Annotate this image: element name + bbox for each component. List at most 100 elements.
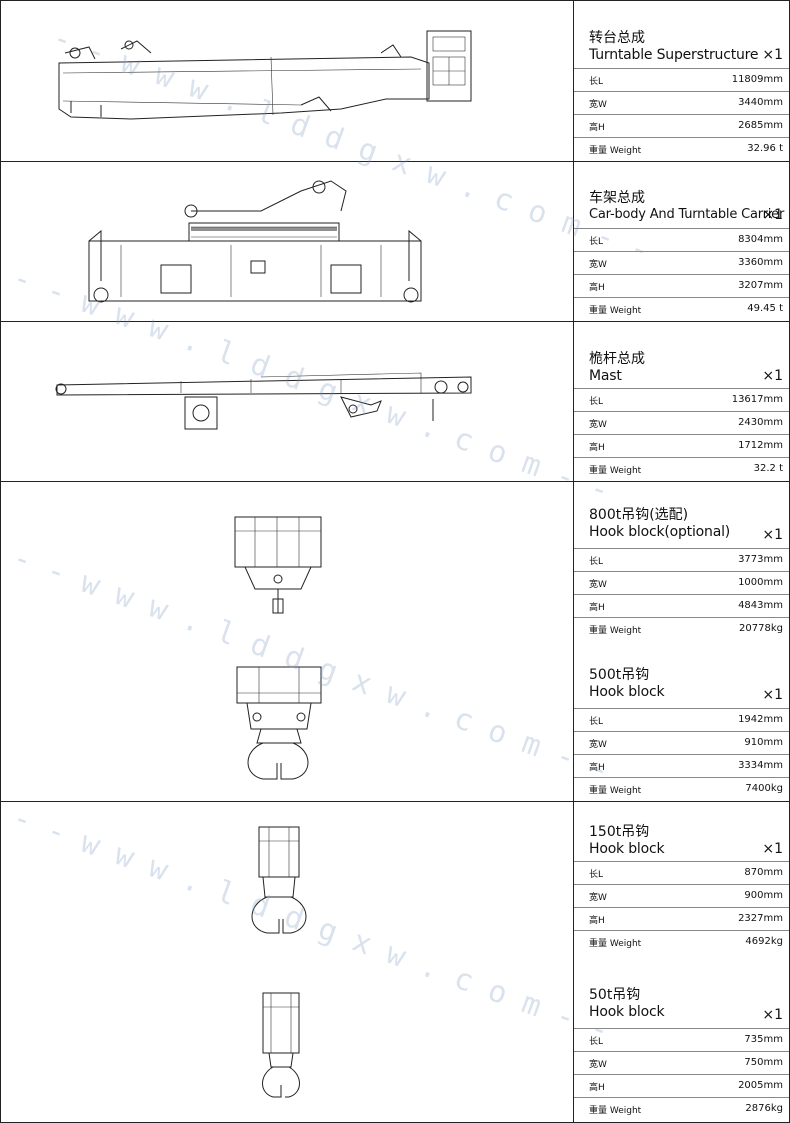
spec-row: 重量 Weight 49.45 t <box>574 297 789 320</box>
spec-label: 重量 Weight <box>589 466 642 476</box>
component-name-zh: 转台总成 <box>589 30 645 46</box>
spec-label: 重量 Weight <box>589 786 642 796</box>
spec-label: 高H <box>589 1083 605 1093</box>
spec-value: 2327mm <box>738 913 783 924</box>
spec-label: 高H <box>589 916 605 926</box>
component-car-body: 车架总成 Car-body And Turntable Carrier ×1 长… <box>1 161 789 322</box>
component-qty: ×1 <box>762 687 783 703</box>
spec-row: 高H 3207mm <box>574 274 789 297</box>
component-name-en: Car-body And Turntable Carrier <box>589 207 785 222</box>
component-name-en: Hook block(optional) <box>589 524 731 540</box>
spec-label: 宽W <box>589 1060 607 1070</box>
spec-value: 49.45 t <box>747 303 783 314</box>
spec-value: 1712mm <box>738 440 783 451</box>
spec-row: 高H 2005mm <box>574 1074 789 1097</box>
spec-value: 8304mm <box>738 234 783 245</box>
spec-value: 32.2 t <box>753 463 783 474</box>
component-name-zh: 150t吊钩 <box>589 824 650 840</box>
spec-label: 重量 Weight <box>589 626 642 636</box>
spec-row: 长L 13617mm <box>574 388 789 411</box>
spec-label: 高H <box>589 283 605 293</box>
spec-value: 2685mm <box>738 120 783 131</box>
turntable-drawing <box>1 1 574 161</box>
spec-row: 重量 Weight 2876kg <box>574 1097 789 1120</box>
component-name-zh: 500t吊钩 <box>589 667 650 683</box>
spec-value: 3360mm <box>738 257 783 268</box>
spec-label: 宽W <box>589 100 607 110</box>
spec-label: 长L <box>589 717 604 727</box>
component-name-en: Mast <box>589 368 622 384</box>
spec-value: 11809mm <box>731 74 783 85</box>
spec-label: 高H <box>589 443 605 453</box>
spec-value: 735mm <box>744 1034 783 1045</box>
spec-value: 2876kg <box>745 1103 783 1114</box>
component-name-en: Hook block <box>589 1004 665 1020</box>
spec-label: 长L <box>589 237 604 247</box>
spec-row: 长L 11809mm <box>574 68 789 91</box>
spec-value: 7400kg <box>745 783 783 794</box>
spec-label: 长L <box>589 77 604 87</box>
spec-label: 重量 Weight <box>589 306 642 316</box>
spec-value: 4692kg <box>745 936 783 947</box>
spec-value: 3773mm <box>738 554 783 565</box>
spec-value: 750mm <box>744 1057 783 1068</box>
spec-label: 重量 Weight <box>589 1106 642 1116</box>
spec-value: 2005mm <box>738 1080 783 1091</box>
component-qty: ×1 <box>762 1007 783 1023</box>
spec-label: 长L <box>589 870 604 880</box>
spec-value: 870mm <box>744 867 783 878</box>
spec-row: 高H 1712mm <box>574 434 789 457</box>
component-name-zh: 桅杆总成 <box>589 351 645 367</box>
component-qty: ×1 <box>762 47 783 63</box>
spec-label: 宽W <box>589 260 607 270</box>
car-body-spec: 车架总成 Car-body And Turntable Carrier ×1 长… <box>574 161 789 321</box>
component-name-zh: 800t吊钩(选配) <box>589 507 689 523</box>
spec-row: 高H 2327mm <box>574 907 789 930</box>
spec-value: 20778kg <box>739 623 783 634</box>
spec-label: 重量 Weight <box>589 939 642 949</box>
spec-label: 宽W <box>589 893 607 903</box>
spec-label: 宽W <box>589 580 607 590</box>
spec-label: 高H <box>589 123 605 133</box>
spec-row: 重量 Weight 20778kg <box>574 617 789 640</box>
spec-row: 重量 Weight 7400kg <box>574 777 789 800</box>
spec-label: 高H <box>589 763 605 773</box>
spec-row: 重量 Weight 4692kg <box>574 930 789 953</box>
spec-value: 3207mm <box>738 280 783 291</box>
component-name-en: Hook block <box>589 684 665 700</box>
spec-row: 长L 8304mm <box>574 228 789 251</box>
spec-label: 重量 Weight <box>589 146 642 156</box>
spec-value: 13617mm <box>731 394 783 405</box>
large-hooks-drawing <box>1 481 574 801</box>
component-qty: ×1 <box>762 207 783 223</box>
component-name-en: Hook block <box>589 841 665 857</box>
spec-label: 高H <box>589 603 605 613</box>
component-name-zh: 50t吊钩 <box>589 987 641 1003</box>
spec-label: 长L <box>589 397 604 407</box>
spec-value: 910mm <box>744 737 783 748</box>
spec-label: 宽W <box>589 420 607 430</box>
spec-row: 宽W 750mm <box>574 1051 789 1074</box>
component-qty: ×1 <box>762 527 783 543</box>
component-name-zh: 车架总成 <box>589 190 645 206</box>
mast-drawing <box>1 321 574 481</box>
spec-row: 重量 Weight 32.2 t <box>574 457 789 480</box>
